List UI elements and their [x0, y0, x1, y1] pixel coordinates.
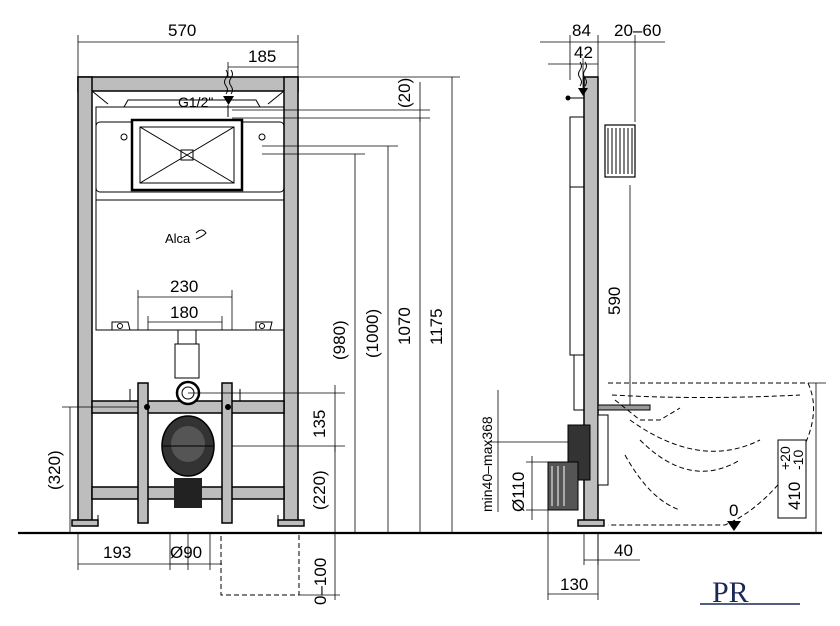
side-dimensions: 84 20–60 42 590 min40–max368 Ø110 40 130: [479, 21, 826, 600]
dim-bracket-width-label: 230: [170, 277, 198, 296]
dim-side-depth-label: 84: [572, 21, 591, 40]
dim-side-40-label: 40: [614, 541, 633, 560]
dim-fix-height-label: 135: [310, 410, 329, 438]
front-view: Alca: [71, 69, 305, 596]
front-dimensions: 570 185 G1/2" (20) 1175 1070 (1000) (980…: [45, 21, 460, 605]
dim-tank-height-label: (1000): [363, 309, 382, 358]
dim-side-130-label: 130: [560, 575, 588, 594]
dim-side-590-label: 590: [605, 287, 624, 315]
inlet-thread-label: G1/2": [178, 94, 213, 110]
brand-logo: Alca: [165, 231, 191, 246]
dim-side-minmax-label: min40–max368: [479, 416, 495, 512]
dim-side-outlet-label: Ø110: [509, 472, 528, 512]
dim-width-label: 570: [168, 21, 196, 40]
watermark-logo: PR: [700, 576, 800, 609]
dim-side-pipe-label: 42: [574, 43, 593, 62]
dim-floor-range-label: 0–100: [311, 558, 330, 605]
dim-side-wall-label: 20–60: [614, 21, 661, 40]
dim-bowl-tol-plus: +20: [777, 446, 793, 470]
dim-top-offset-label: (20): [395, 78, 414, 108]
dim-bowl-height-label: 410: [785, 482, 804, 510]
dim-bracket-inner-label: 180: [170, 303, 198, 322]
dim-frame-height-label: 1070: [395, 307, 414, 345]
dim-total-height-label: 1175: [427, 308, 446, 345]
dim-button-height-label: (980): [330, 320, 349, 360]
dim-inlet-offset-label: 185: [248, 47, 276, 66]
dim-bowl-tol-minus: -10: [790, 450, 806, 470]
side-view: [547, 61, 815, 527]
dim-left-height-label: (320): [45, 450, 64, 490]
dim-left-offset-label: 193: [103, 543, 131, 562]
dim-waste-diameter-label: Ø90: [170, 543, 202, 562]
dim-waste-height-label: (220): [310, 470, 329, 510]
floor-zero-label: 0: [729, 501, 738, 520]
